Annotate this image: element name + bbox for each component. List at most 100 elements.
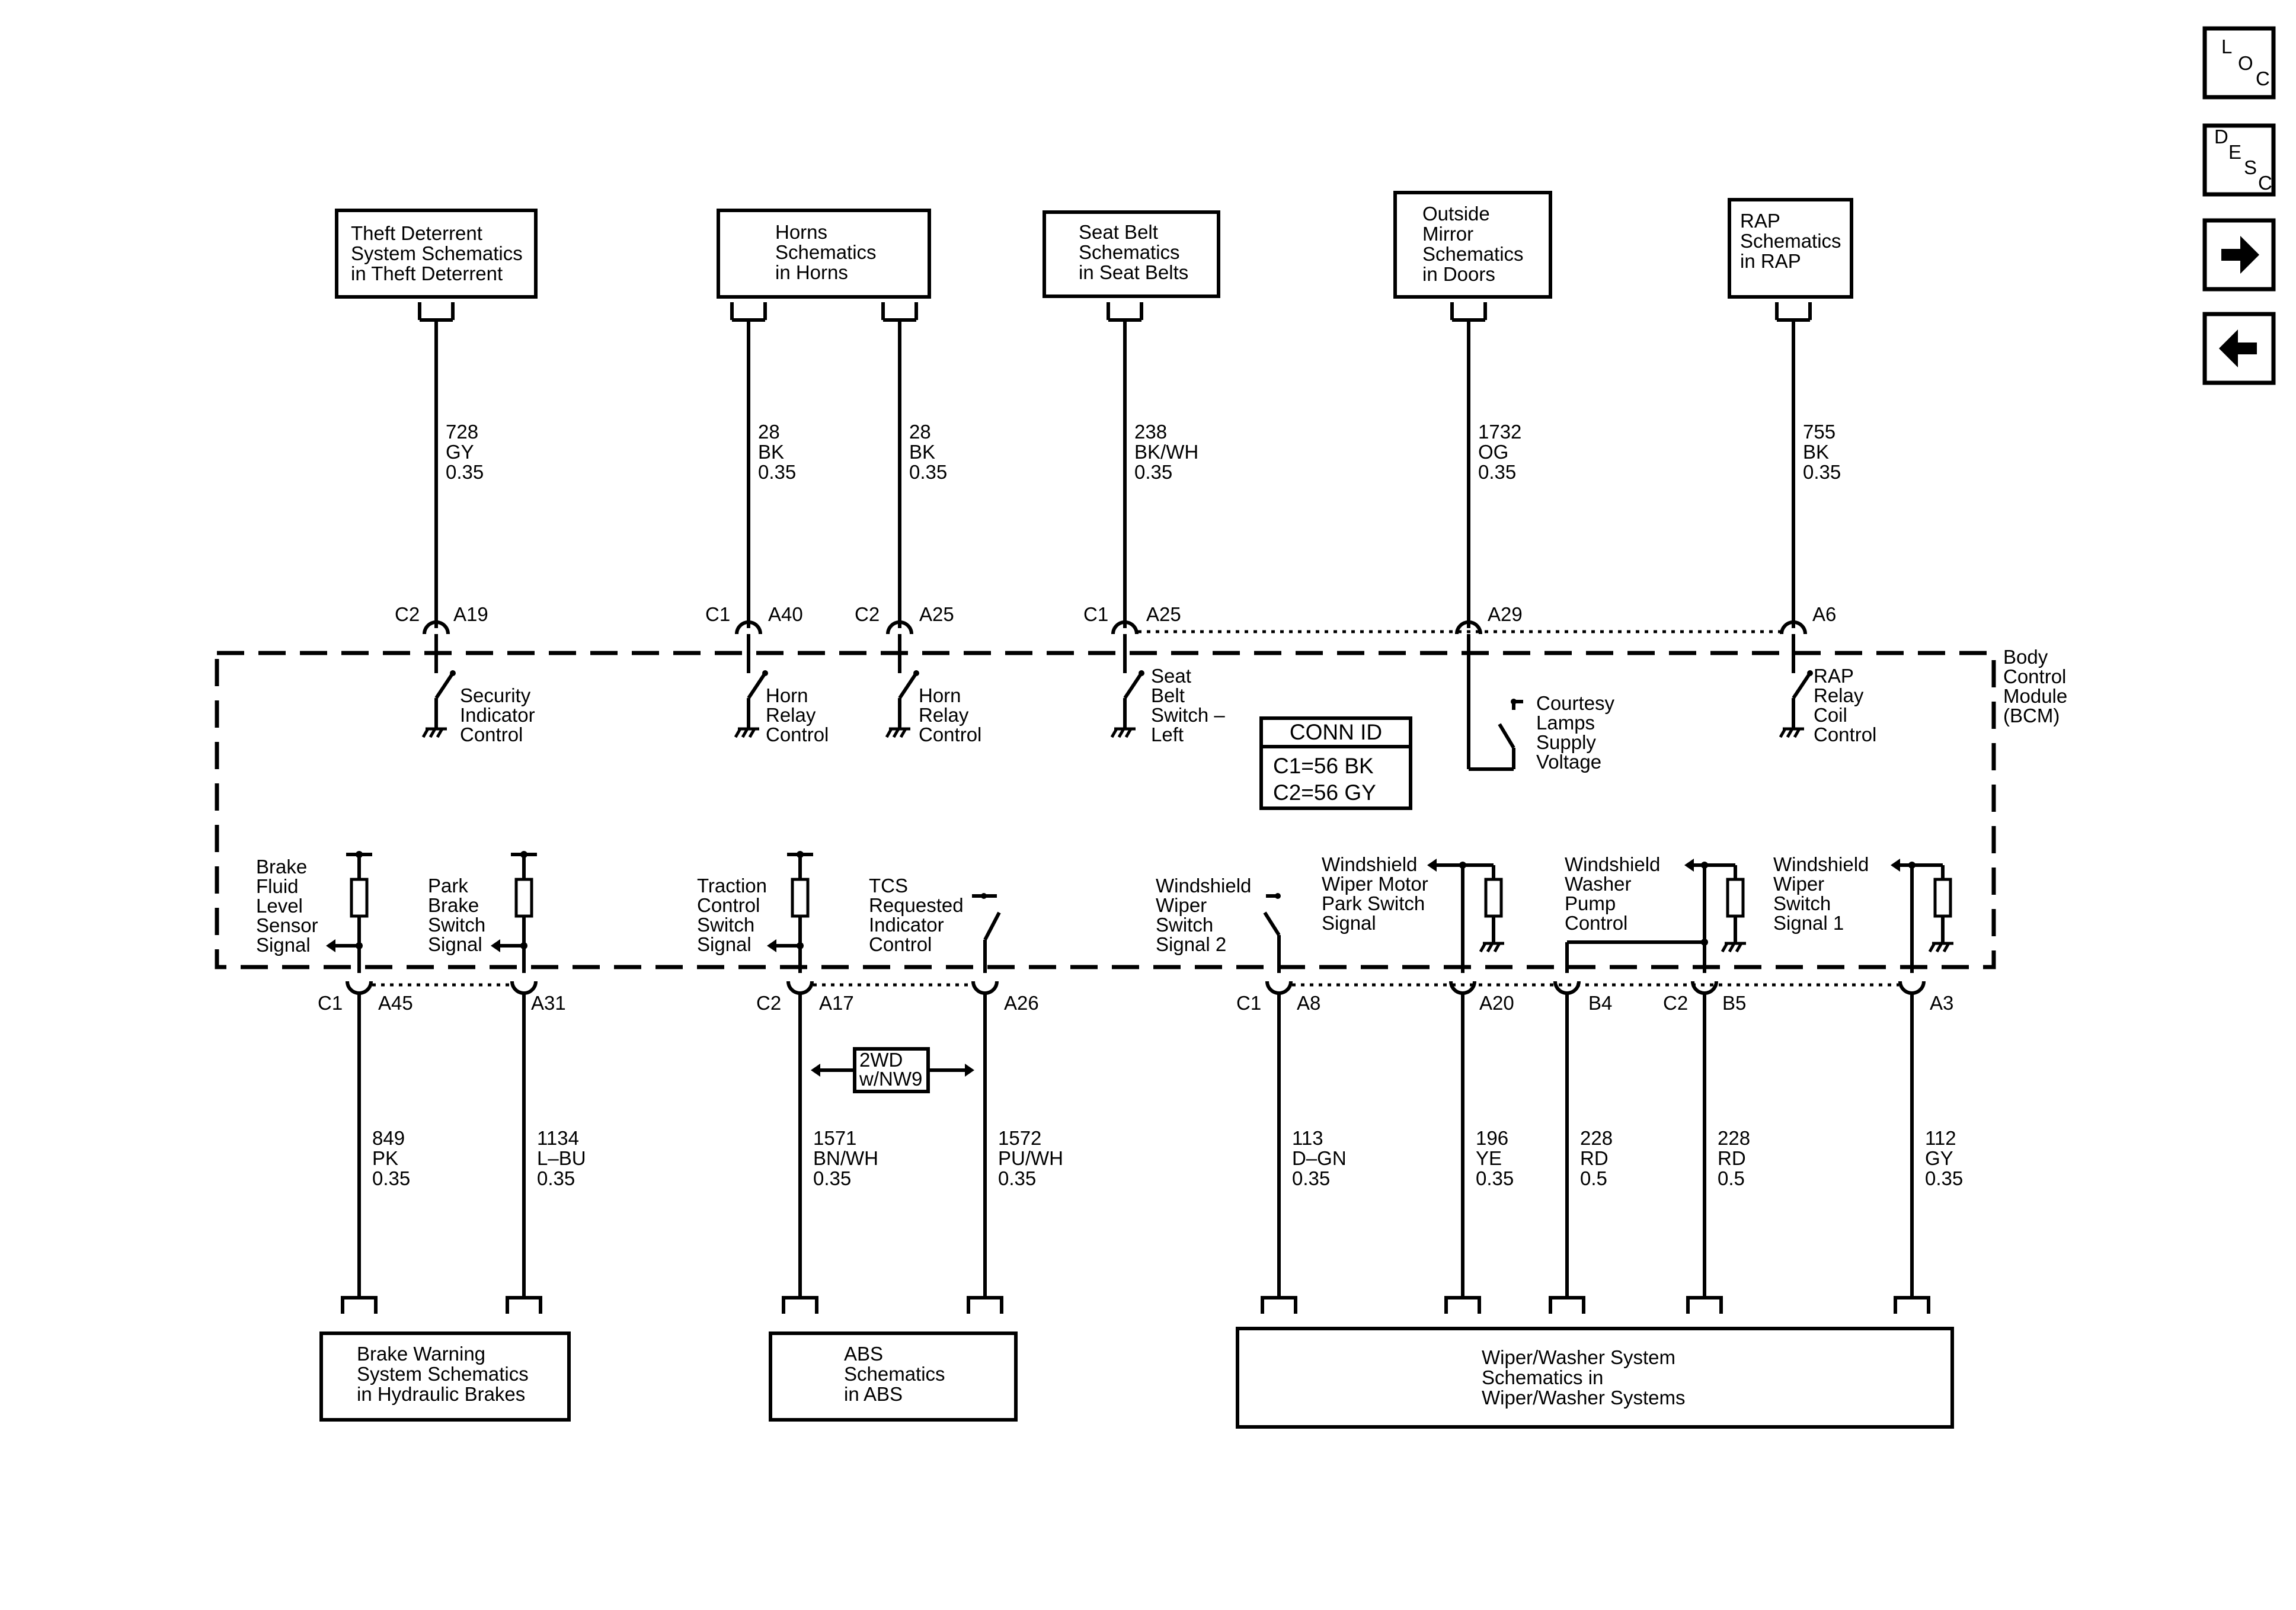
resistor-icon	[350, 878, 369, 918]
ws-switch1-label-line: Wiper	[1773, 873, 1824, 895]
switch-contact	[1275, 893, 1281, 899]
pin-number-label: A31	[531, 992, 566, 1014]
wire-label-line: 1572	[998, 1127, 1041, 1149]
horns-text-line: Schematics	[775, 241, 877, 263]
loc-button[interactable]	[2202, 26, 2276, 100]
pin-cup	[971, 981, 999, 995]
horn-relay-label-line: Horn	[919, 684, 961, 706]
pin-number-label: A40	[768, 603, 803, 625]
abs-box	[769, 1331, 1018, 1422]
pin-connector-label: C1	[318, 992, 343, 1014]
pin-cup	[1898, 981, 1926, 995]
body-control-module	[215, 651, 1996, 969]
ground-icon	[734, 727, 759, 738]
wire-label-line: BN/WH	[813, 1147, 878, 1169]
pin-number-label: A3	[1930, 992, 1953, 1014]
pin-number-label: B5	[1722, 992, 1746, 1014]
pin-number-label: A20	[1479, 992, 1514, 1014]
abs-text-line: Schematics	[844, 1363, 945, 1385]
pin-cup	[346, 981, 373, 995]
wire-label-line: 0.35	[1478, 461, 1516, 483]
bcm-label-line: Body	[2003, 646, 2048, 668]
switch-contact	[1807, 670, 1813, 676]
switch-blade	[1498, 723, 1515, 749]
pin-number-label: A17	[819, 992, 854, 1014]
arrow-left-icon	[491, 939, 500, 952]
switch-contact	[450, 670, 456, 676]
resistor-icon	[791, 878, 810, 918]
node-dot	[1459, 862, 1466, 869]
resistor-icon	[1484, 878, 1503, 918]
rap-relay-label-line: Relay	[1814, 684, 1864, 706]
traction-label-line: Signal	[697, 933, 752, 955]
horn-relay-label-line: Control	[919, 724, 981, 745]
prev-button[interactable]	[2202, 312, 2276, 385]
ground-icon	[1779, 727, 1804, 738]
pin-cup	[1449, 981, 1476, 995]
seatbelt-label-line: Belt	[1151, 684, 1185, 706]
wire-label-line: 112	[1925, 1127, 1956, 1149]
switch-blade	[983, 911, 1001, 941]
brake-fluid-label-line: Brake	[256, 856, 307, 878]
wire-label-line: OG	[1478, 441, 1508, 463]
brake-warning-text-line: Brake Warning	[357, 1343, 485, 1365]
loc-letter: C	[2256, 68, 2270, 89]
connector-bracket	[506, 1296, 542, 1314]
rap-box	[1728, 198, 1853, 299]
wire-label-line: 28	[909, 421, 931, 443]
wire-label-line: 0.35	[537, 1167, 575, 1189]
pin-cup	[735, 620, 762, 635]
wire-label-line: 0.35	[998, 1167, 1036, 1189]
bcm-label-line: (BCM)	[2003, 705, 2060, 726]
pin-number-label: A19	[453, 603, 488, 625]
pin-connector-label: C1	[1083, 603, 1108, 625]
connector-bracket	[1894, 1296, 1930, 1314]
wire-label-line: 0.35	[1803, 461, 1841, 483]
ws-switch1-label-line: Switch	[1773, 892, 1831, 914]
connector-bracket	[730, 302, 767, 322]
resistor-icon	[514, 878, 533, 918]
ws-motor-park-label-line: Windshield	[1322, 853, 1417, 875]
brake-warning-box	[319, 1331, 571, 1422]
option-text: 2WD	[859, 1049, 903, 1071]
wiper-washer-text-line: Wiper/Washer System	[1482, 1346, 1675, 1368]
theft-deterrent-text-line: Theft Deterrent	[351, 222, 482, 244]
tcs-label-line: Indicator	[869, 914, 944, 936]
switch-blade	[1263, 911, 1281, 936]
courtesy-label-line: Supply	[1536, 731, 1596, 753]
park-brake-label-line: Switch	[428, 914, 485, 936]
rap-relay-label-line: Coil	[1814, 704, 1847, 726]
resistor-icon	[1933, 878, 1952, 918]
pin-number-label: A45	[378, 992, 413, 1014]
pin-cup	[1780, 620, 1807, 635]
wire-label-line: 0.35	[909, 461, 947, 483]
ws-pump-label-line: Washer	[1565, 873, 1631, 895]
pin-cup	[1265, 981, 1293, 995]
ground-icon	[1110, 727, 1136, 738]
arrow-left-icon	[767, 939, 776, 952]
connector-bracket	[881, 302, 918, 322]
wire-label-line: BK	[909, 441, 935, 463]
bcm-label-line: Module	[2003, 685, 2067, 707]
switch-blade	[898, 672, 918, 699]
security-label-line: Security	[460, 684, 531, 706]
seat-belts-box	[1043, 210, 1220, 298]
arrow-right-icon	[965, 1064, 974, 1077]
pin-number-label: A25	[919, 603, 954, 625]
ws-pump-label-line: Control	[1565, 912, 1627, 934]
desc-button[interactable]	[2202, 123, 2276, 197]
horns-text-line: Horns	[775, 221, 827, 243]
connector-bracket	[1444, 1296, 1481, 1314]
ws-motor-park-label-line: Wiper Motor	[1322, 873, 1428, 895]
next-button[interactable]	[2202, 218, 2276, 292]
connector-bracket	[967, 1296, 1003, 1314]
conn-id-c1: C1=56 BK	[1273, 754, 1374, 778]
pin-cup	[1111, 620, 1139, 635]
ground-icon	[885, 727, 910, 738]
horn-relay-label-line: Horn	[766, 684, 808, 706]
conn-id-c2: C2=56 GY	[1273, 780, 1376, 805]
wire-label-line: 196	[1476, 1127, 1508, 1149]
switch-contact	[981, 893, 987, 899]
brake-warning-text-line: System Schematics	[357, 1363, 529, 1385]
